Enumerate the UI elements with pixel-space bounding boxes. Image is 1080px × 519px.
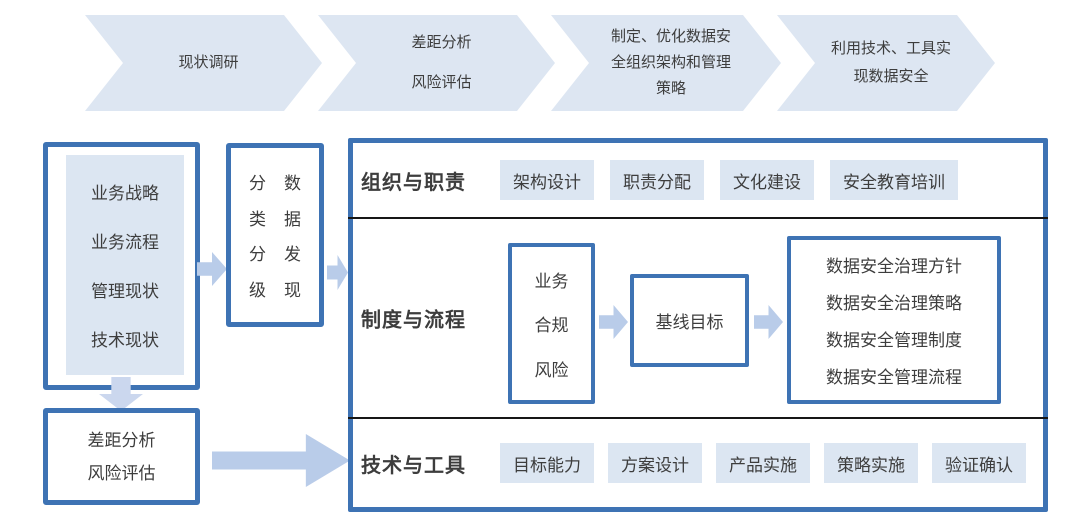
row-title-technology: 技术与工具 — [361, 454, 466, 477]
process-step-3: 制定、优化数据安 全组织架构和管理 策略 — [551, 15, 781, 111]
classification-char: 分 — [249, 173, 266, 193]
discovery-char: 据 — [284, 209, 301, 229]
step-label: 现状调研 — [178, 54, 239, 71]
step-label: 现数据安全 — [853, 68, 929, 85]
classification-char: 级 — [249, 281, 266, 301]
process-step-1: 现状调研 — [85, 15, 322, 111]
step-label: 风险评估 — [411, 74, 472, 91]
divider — [348, 217, 1048, 219]
chip: 方案设计 — [608, 443, 702, 483]
baseline-target-label: 基线目标 — [655, 313, 724, 332]
discovery-column: 数 据 发 现 — [284, 158, 301, 312]
chip: 安全教育培训 — [830, 160, 958, 200]
process-step-4: 利用技术、工具实 现数据安全 — [777, 15, 995, 111]
chip: 策略实施 — [824, 443, 918, 483]
compliance-item: 合规 — [534, 316, 569, 335]
classification-char: 分 — [249, 245, 266, 265]
current-state-panel: 业务战略 业务流程 管理现状 技术现状 — [66, 155, 184, 375]
chip: 架构设计 — [500, 160, 594, 200]
compliance-item: 风险 — [534, 360, 569, 380]
classification-discovery-box: 分 类 分 级 数 据 发 现 — [226, 143, 324, 327]
discovery-char: 现 — [284, 281, 301, 301]
policy-output-item: 数据安全管理制度 — [826, 331, 962, 350]
step-label: 制定、优化数据安 — [610, 28, 731, 45]
governance-panel: 组织与职责 架构设计 职责分配 文化建设 安全教育培训 制度与流程 业务 合规 … — [348, 138, 1048, 512]
current-state-item: 管理现状 — [91, 282, 159, 301]
chip: 职责分配 — [610, 160, 704, 200]
policy-output-item: 数据安全管理流程 — [826, 368, 962, 387]
gap-analysis-box: 差距分析 风险评估 — [43, 408, 200, 505]
divider — [348, 417, 1048, 419]
current-state-item: 业务战略 — [91, 184, 159, 203]
chip: 文化建设 — [720, 160, 814, 200]
arrow-right-icon — [599, 305, 628, 339]
gap-analysis-line: 风险评估 — [87, 463, 156, 483]
chip: 验证确认 — [932, 443, 1026, 483]
current-state-box: 业务战略 业务流程 管理现状 技术现状 — [43, 142, 200, 390]
arrow-right-icon — [327, 255, 348, 290]
organization-chips: 架构设计 职责分配 文化建设 安全教育培训 — [500, 160, 958, 200]
row-title-organization: 组织与职责 — [361, 171, 466, 194]
arrow-right-icon — [197, 252, 227, 286]
gap-analysis-line: 差距分析 — [87, 430, 156, 450]
step-label: 利用技术、工具实 — [830, 40, 951, 57]
policy-outputs-box: 数据安全治理方针 数据安全治理策略 数据安全管理制度 数据安全管理流程 — [787, 236, 1001, 404]
classification-char: 类 — [249, 209, 266, 229]
process-step-2: 差距分析 风险评估 — [318, 15, 555, 111]
row-technology: 技术与工具 目标能力 方案设计 产品实施 策略实施 验证确认 — [353, 419, 1043, 507]
classification-column: 分 类 分 级 — [249, 158, 266, 312]
business-compliance-risk-box: 业务 合规 风险 — [508, 243, 595, 404]
current-state-item: 业务流程 — [91, 233, 159, 252]
compliance-item: 业务 — [534, 271, 569, 291]
discovery-char: 发 — [284, 245, 301, 265]
step-label: 差距分析 — [411, 34, 472, 51]
technology-chips: 目标能力 方案设计 产品实施 策略实施 验证确认 — [500, 443, 1026, 483]
arrow-right-icon — [754, 305, 783, 339]
discovery-char: 数 — [284, 173, 301, 193]
current-state-item: 技术现状 — [91, 331, 159, 350]
step-label: 全组织架构和管理 — [610, 54, 731, 71]
arrow-right-icon — [212, 434, 350, 487]
chip: 产品实施 — [716, 443, 810, 483]
policy-output-item: 数据安全治理策略 — [826, 294, 962, 313]
chip: 目标能力 — [500, 443, 594, 483]
row-organization: 组织与职责 架构设计 职责分配 文化建设 安全教育培训 — [353, 143, 1043, 217]
policy-output-item: 数据安全治理方针 — [826, 257, 962, 276]
baseline-target-box: 基线目标 — [630, 274, 749, 367]
row-title-policy-process: 制度与流程 — [361, 309, 466, 332]
row-policy-process: 制度与流程 业务 合规 风险 基线目标 数据安全治理方针 数据安全治理策略 数据… — [353, 219, 1043, 417]
step-label: 策略 — [655, 80, 686, 97]
